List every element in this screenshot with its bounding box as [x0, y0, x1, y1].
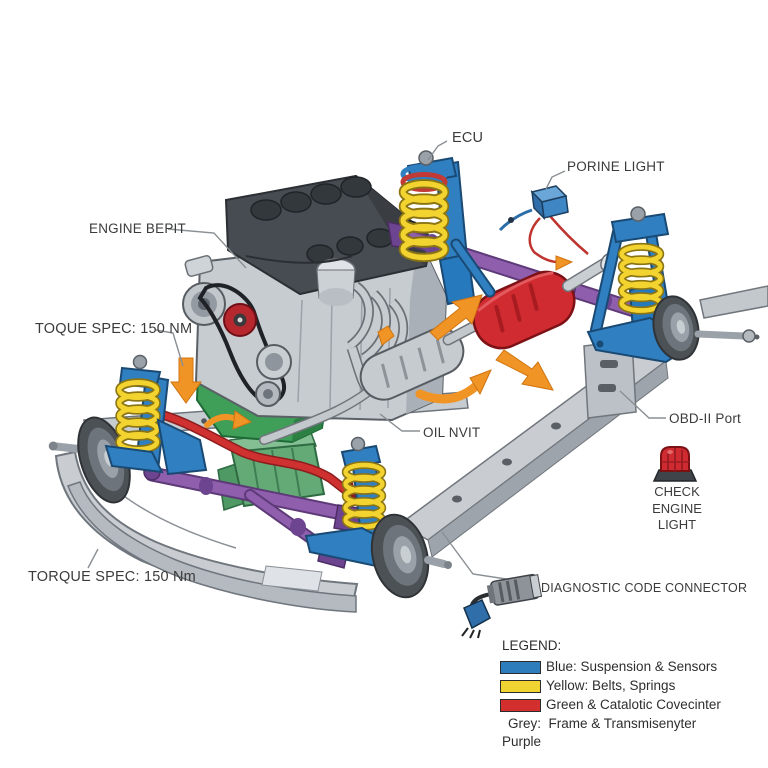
label-porine-light: PORINE LIGHT — [567, 159, 665, 174]
legend-swatch-blue — [500, 661, 541, 674]
label-engine-bepit: ENGINE BEPIT — [89, 221, 186, 236]
front-bumper — [54, 450, 359, 613]
suspension-mid — [304, 436, 452, 599]
legend-swatch-red — [500, 699, 541, 712]
label-obd-port: OBD-II Port — [669, 411, 741, 426]
legend-swatch-yellow — [500, 680, 541, 693]
engine-block — [182, 174, 448, 422]
suspension-front-left — [104, 354, 208, 476]
rear-frame-rail — [398, 285, 768, 558]
flow-arrows — [170, 294, 554, 430]
rear-right-wheel — [652, 295, 700, 361]
ecu-module — [498, 185, 589, 271]
strut-top — [403, 150, 496, 306]
label-toque-spec-top: TOQUE SPEC: 150 NM — [35, 321, 193, 337]
muffler-red — [472, 253, 614, 350]
legend-title: LEGEND: — [502, 638, 562, 653]
exhaust-system — [259, 314, 492, 445]
label-oil-nvit: OIL NVIT — [423, 425, 481, 440]
suspension-right — [586, 206, 760, 364]
legend-label-grey: Grey: Frame & Transmisenyter — [508, 716, 697, 731]
beacon-light-icon — [652, 446, 698, 482]
label-ecu: ECU — [452, 130, 484, 146]
legend-label-red: Green & Catalotic Covecinter — [546, 697, 721, 712]
legend-label-blue: Blue: Suspension & Sensors — [546, 659, 718, 674]
label-torque-spec-bottom: TORQUE SPEC: 150 Nm — [28, 569, 196, 585]
leader-lines — [87, 140, 666, 580]
serpentine-belt — [197, 283, 287, 405]
cable-connector-icon — [461, 573, 543, 639]
legend-label-purple: Purple — [502, 734, 542, 749]
front-center-wheel — [370, 513, 430, 599]
legend-label-yellow: Yellow: Belts, Springs — [546, 678, 676, 693]
label-diagnostic-connector: DIAGNOSTIC CODE CONNECTOR — [541, 581, 748, 595]
label-check-engine-light: CHECK ENGINE LIGHT — [652, 484, 702, 532]
catalytic-converter — [359, 327, 465, 401]
